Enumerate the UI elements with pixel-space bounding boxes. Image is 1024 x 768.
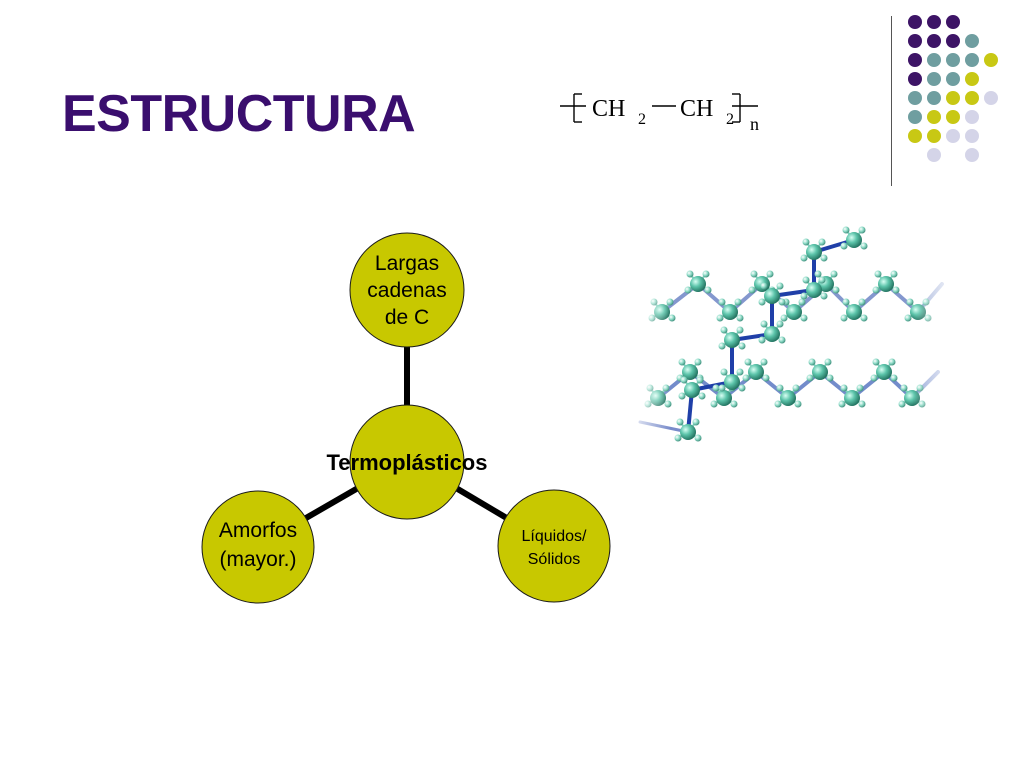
dot-grid-svg	[908, 15, 998, 162]
node-top-line-2: cadenas	[367, 279, 446, 302]
decor-dot	[908, 91, 922, 105]
decor-dot	[965, 72, 979, 86]
node-center-label: Termoplásticos	[327, 450, 488, 475]
decor-dot	[946, 110, 960, 124]
formula-repeat-n: n	[750, 114, 759, 134]
decor-dot	[946, 72, 960, 86]
decor-dot	[927, 34, 941, 48]
header-divider	[891, 16, 892, 186]
decor-dot	[946, 34, 960, 48]
formula-subscript-right: 2	[726, 111, 734, 128]
slide-title: ESTRUCTURA	[62, 85, 416, 143]
decor-dot	[908, 15, 922, 29]
node-right-line-2: Sólidos	[528, 551, 580, 568]
connector-left	[304, 485, 360, 521]
decor-dot	[965, 148, 979, 162]
node-left-line-2: (mayor.)	[219, 548, 296, 571]
polyethylene-formula: CH 2 CH 2 n	[556, 84, 786, 144]
decor-dot	[927, 148, 941, 162]
formula-subscript-left: 2	[638, 111, 646, 128]
decor-dot	[927, 15, 941, 29]
molecule-fade-overlay	[632, 212, 952, 452]
node-right-line-1: Líquidos/	[522, 528, 587, 545]
node-top-line-3: de C	[385, 306, 429, 329]
decor-dot	[927, 53, 941, 67]
node-center	[349, 404, 465, 520]
node-left-line-1: Amorfos	[219, 519, 297, 542]
decor-dot	[965, 110, 979, 124]
decor-dot	[927, 72, 941, 86]
radial-diagram-svg: Largas cadenas de C Amorfos (mayor.) Líq…	[201, 232, 611, 604]
decor-dot	[908, 72, 922, 86]
decor-dot	[927, 91, 941, 105]
decor-dot	[946, 91, 960, 105]
decor-dot	[946, 53, 960, 67]
decor-dot	[984, 91, 998, 105]
radial-diagram: Largas cadenas de C Amorfos (mayor.) Líq…	[180, 220, 640, 620]
decor-dot	[965, 34, 979, 48]
decor-dot	[965, 129, 979, 143]
formula-svg: CH 2 CH 2 n	[560, 93, 759, 134]
molecule-svg	[632, 212, 952, 452]
decor-dot	[946, 129, 960, 143]
formula-unit-right: CH	[680, 96, 713, 122]
formula-unit-left: CH	[592, 96, 625, 122]
decor-dot	[927, 129, 941, 143]
decor-dot	[908, 53, 922, 67]
node-right	[497, 489, 611, 603]
polyethylene-molecule-icon	[632, 212, 952, 452]
decor-dot	[965, 53, 979, 67]
decor-dot	[908, 129, 922, 143]
node-top	[349, 232, 465, 348]
decor-dot	[908, 34, 922, 48]
decor-dot	[908, 110, 922, 124]
node-top-line-1: Largas	[375, 252, 439, 275]
dot-grid-icon	[905, 12, 1015, 172]
decor-dot	[927, 110, 941, 124]
decor-dot	[965, 91, 979, 105]
connector-right	[454, 485, 512, 523]
decor-dot	[984, 53, 998, 67]
decor-dot	[946, 15, 960, 29]
node-left	[201, 490, 315, 604]
